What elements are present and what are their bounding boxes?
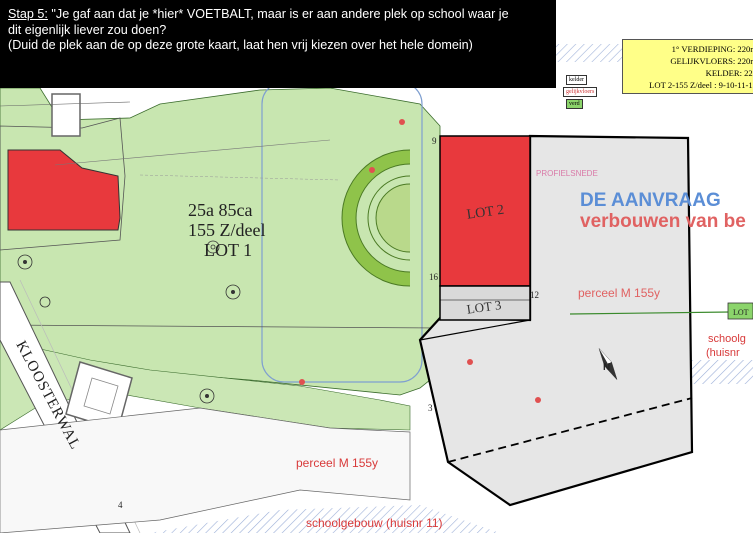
lot-2-area[interactable] [439, 135, 531, 287]
legend-line-3: KELDER: 220 [705, 68, 753, 78]
lot-3-label: LOT 3 [466, 297, 503, 317]
tree-icon-2 [225, 284, 241, 300]
tag-verd: verd [566, 99, 583, 109]
pool-small [51, 93, 81, 137]
lot-3-area[interactable] [439, 285, 531, 321]
plot-number-3: 3 [428, 403, 433, 413]
legend-line-4: LOT 2-155 Z/deel : 9-10-11-16 [649, 80, 753, 90]
lot-1-label: LOT 1 [204, 240, 252, 260]
hatched-strip-bottom [150, 505, 500, 533]
school-bottom-label: schoolgebouw (huisnr 11) [306, 516, 443, 530]
legend-line-1: 1° VERDIEPING: 220m [671, 44, 753, 54]
profielsnede-label: PROFIELSNEDE [536, 169, 598, 178]
instruction-banner: Stap 5: "Je gaf aan dat je *hier* VOETBA… [0, 0, 556, 88]
tree-icon-3 [199, 388, 215, 404]
school-right-line2: (huisnr [706, 347, 740, 359]
house-outline [0, 117, 126, 251]
lot-1-share-text: 155 Z/deel [188, 220, 265, 240]
floor-area-legend: 1° VERDIEPING: 220m GELIJKVLOERS: 220m K… [622, 39, 753, 94]
parcel-right-label: perceel M 155y [578, 286, 660, 300]
tree-icon-5 [39, 296, 51, 308]
compass-letter: N [603, 362, 610, 373]
lot-2-label: LOT 2 [466, 203, 505, 223]
tag-gelijkvloers: gelijkvloers [563, 87, 598, 97]
legend-line-2: GELIJKVLOERS: 220m [670, 56, 753, 66]
survey-marks [299, 119, 541, 403]
tag-kelder: kelder [566, 75, 587, 85]
question-line-1: "Je gaf aan dat je *hier* VOETBALT, maar… [47, 7, 509, 21]
parcel-bottom-label: perceel M 155y [296, 456, 378, 470]
footpath[interactable] [0, 407, 411, 534]
plot-number-9: 9 [432, 136, 437, 146]
question-line-2: dit eigenlijk liever zou doen? [8, 22, 167, 37]
plot-number-12: 12 [530, 290, 539, 300]
compass-icon [598, 348, 618, 380]
lot-1-area-text: 25a 85ca [188, 200, 252, 220]
tree-icon [206, 240, 220, 254]
house-building[interactable] [7, 149, 121, 231]
aanvraag-title: DE AANVRAAG [580, 190, 721, 211]
tree-icon-4 [17, 254, 33, 270]
step-label: Stap 5: [8, 7, 48, 21]
running-track[interactable] [341, 149, 411, 287]
hatched-strip-right [690, 360, 753, 384]
aanvraag-subtitle: verbouwen van be [580, 211, 746, 232]
plot-number-16: 16 [429, 272, 439, 282]
lot-green-tag-text: LOT [733, 308, 749, 317]
school-right-line1: schoolg [708, 333, 746, 345]
question-line-3: (Duid de plek aan de op deze grote kaart… [8, 38, 473, 52]
lot-green-tag [727, 302, 753, 320]
plot-number-4: 4 [118, 500, 123, 510]
